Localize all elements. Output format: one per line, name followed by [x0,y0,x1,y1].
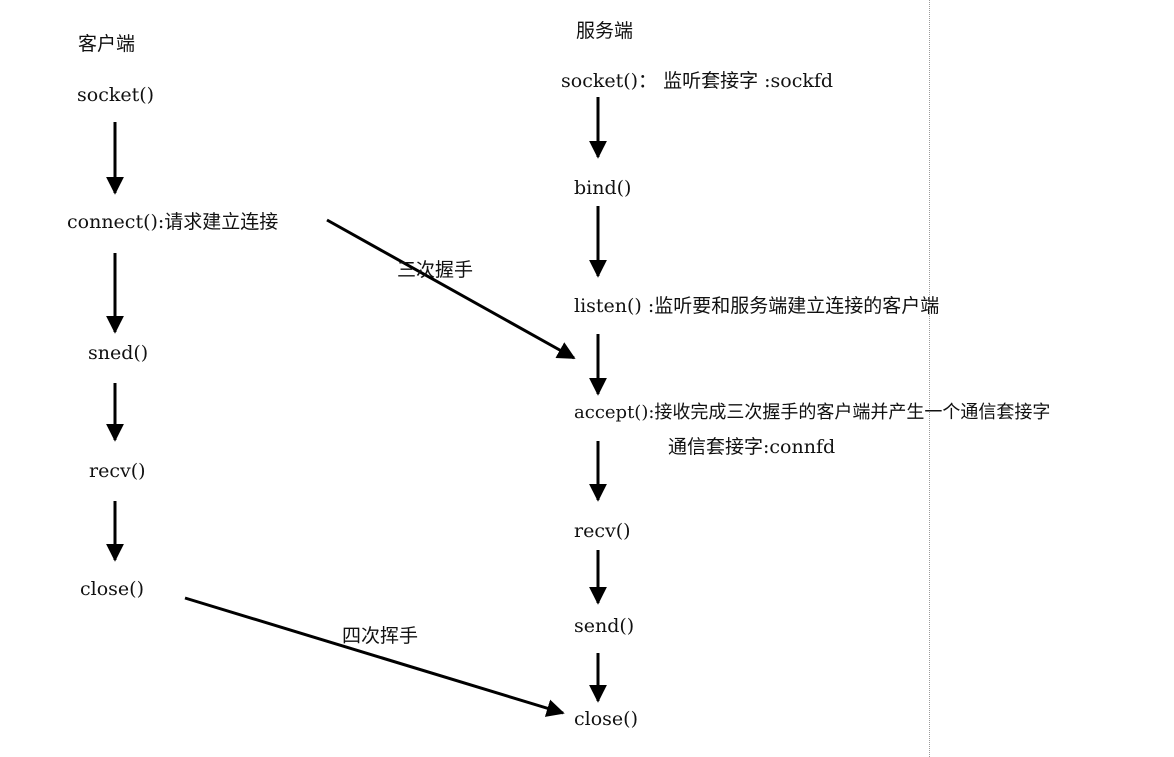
server-send-call: send() [574,615,635,637]
client-recv-call: recv() [89,460,146,482]
wave-label: 四次挥手 [342,625,419,647]
server-recv-call: recv() [574,520,631,542]
server-accept-call: accept():接收完成三次握手的客户端并产生一个通信套接字 [574,402,1051,423]
client-send-call: sned() [88,342,149,364]
server-listen-call: listen() :监听要和服务端建立连接的客户端 [574,295,940,317]
server-title: 服务端 [576,20,634,42]
server-close-call: close() [574,708,638,730]
client-close-call: close() [80,578,144,600]
server-accept-note: 通信套接字:connfd [668,436,836,458]
wave-arrow [184,596,565,717]
client-socket-call: socket() [77,84,155,106]
server-socket-call: socket()： 监听套接字 :sockfd [561,70,834,92]
client-title: 客户端 [78,33,136,55]
client-connect-call: connect():请求建立连接 [67,211,279,233]
server-bind-call: bind() [574,177,632,199]
handshake-arrow [326,218,576,360]
handshake-label: 三次握手 [397,259,474,281]
page-divider [929,0,930,757]
